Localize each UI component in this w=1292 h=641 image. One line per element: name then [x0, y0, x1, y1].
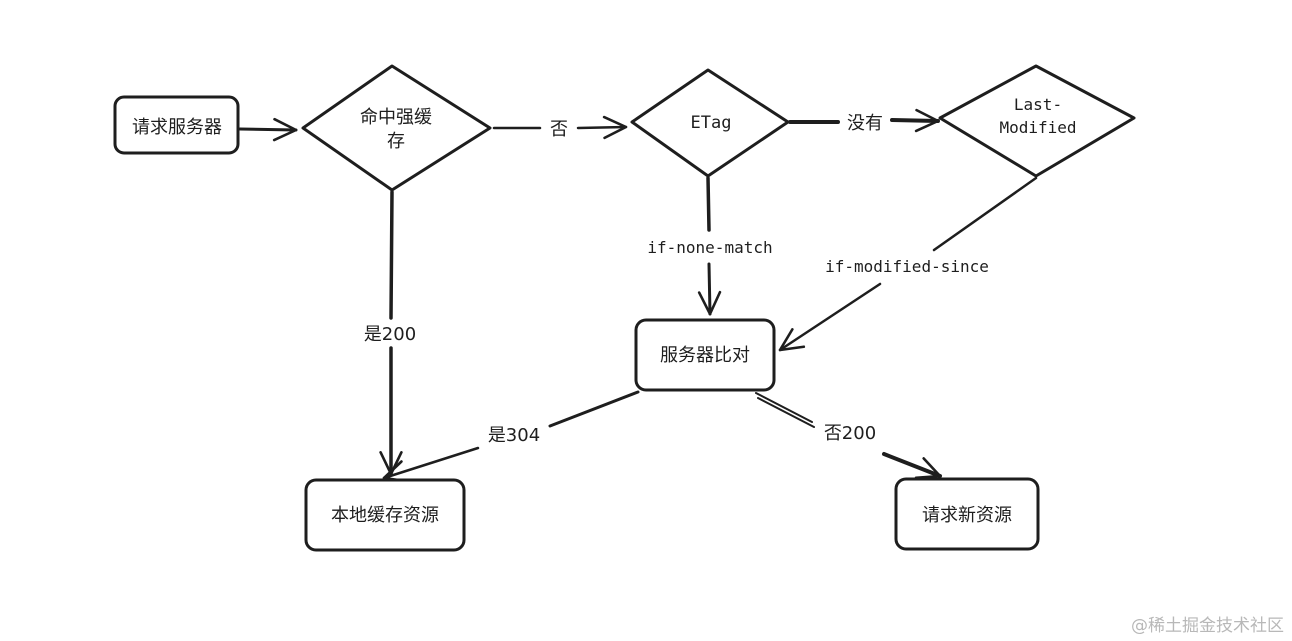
node-local-cache-label: 本地缓存资源 [331, 505, 439, 526]
edge-request-to-cache [238, 117, 298, 142]
edge-server-to-local-part1 [548, 390, 640, 428]
edge-label-yes-200: 是200 [364, 324, 416, 345]
node-request-server-label: 请求服务器 [132, 117, 222, 138]
edge-label-if-modified-since: if-modified-since [825, 257, 989, 276]
edge-etag-to-lastmod-part2 [890, 108, 940, 133]
node-server-compare [634, 318, 776, 392]
edge-server-to-local-part2 [382, 446, 480, 483]
node-last-modified-label-line1: Last- [1014, 95, 1062, 114]
edge-label-no: 否 [550, 119, 568, 140]
node-last-modified [938, 64, 1136, 178]
node-request-new [894, 477, 1040, 551]
edge-etag-to-server-part2 [697, 262, 722, 316]
node-request-new-label: 请求新资源 [922, 505, 1012, 526]
edge-server-to-new-part2 [882, 452, 942, 480]
edge-lastmod-to-server-part1 [932, 176, 1038, 252]
node-server-compare-label: 服务器比对 [660, 345, 750, 366]
node-hit-strong-cache [301, 64, 492, 192]
edge-lastmod-to-server-part2 [778, 282, 882, 352]
edge-label-none: 没有 [847, 113, 883, 134]
edge-label-if-none-match: if-none-match [647, 238, 772, 257]
edge-label-no-200: 否200 [824, 423, 876, 444]
node-hit-strong-cache-label-line2: 存 [387, 131, 405, 152]
edge-cache-to-etag-part2 [576, 115, 628, 140]
edge-etag-to-server-part1 [706, 176, 711, 232]
node-etag [630, 68, 790, 178]
watermark: @稀土掘金技术社区 [1131, 616, 1284, 636]
edge-cache-to-local-part1 [389, 190, 394, 320]
edge-label-yes-304: 是304 [488, 425, 540, 446]
edge-server-to-new-part1 [755, 392, 813, 423]
node-hit-strong-cache-label-line1: 命中强缓 [360, 107, 432, 128]
node-request-server [113, 95, 240, 155]
node-local-cache [304, 478, 466, 552]
node-last-modified-label-line2: Modified [999, 118, 1076, 137]
node-etag-label: ETag [691, 113, 732, 133]
